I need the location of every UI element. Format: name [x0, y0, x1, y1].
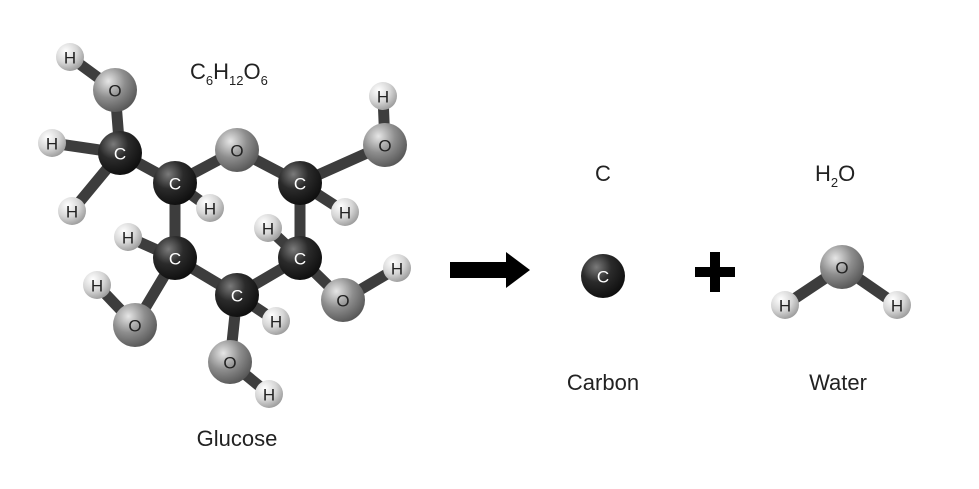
hydrogen-atom: H	[196, 194, 224, 222]
hydrogen-letter: H	[91, 277, 103, 296]
hydrogen-atom: H	[369, 82, 397, 110]
carbon-atom: C	[278, 161, 322, 205]
carbon-letter: C	[597, 268, 609, 287]
oxygen-letter: O	[108, 82, 121, 101]
hydrogen-sphere	[262, 307, 290, 335]
carbon-symbol: C	[595, 161, 611, 186]
hydrogen-atom: H	[262, 307, 290, 335]
hydrogen-letter: H	[377, 88, 389, 107]
hydrogen-sphere	[114, 223, 142, 251]
hydrogen-letter: H	[204, 200, 216, 219]
carbon-sphere	[278, 161, 322, 205]
hydrogen-letter: H	[263, 386, 275, 405]
hydrogen-sphere	[383, 254, 411, 282]
oxygen-letter: O	[835, 259, 848, 278]
hydrogen-atom: H	[83, 271, 111, 299]
oxygen-atom: O	[363, 123, 407, 167]
oxygen-sphere	[820, 245, 864, 289]
carbon-atom: C	[581, 254, 625, 298]
plus-sign	[695, 252, 735, 292]
hydrogen-atom: H	[383, 254, 411, 282]
oxygen-sphere	[215, 128, 259, 172]
glucose-label: Glucose	[197, 426, 278, 451]
hydrogen-atom: H	[331, 198, 359, 226]
oxygen-sphere	[113, 303, 157, 347]
hydrogen-atom: H	[56, 43, 84, 71]
oxygen-letter: O	[230, 142, 243, 161]
oxygen-sphere	[321, 278, 365, 322]
oxygen-atom: O	[215, 128, 259, 172]
oxygen-letter: O	[128, 317, 141, 336]
hydrogen-atom: H	[771, 291, 799, 319]
hydrogen-letter: H	[46, 135, 58, 154]
hydrogen-letter: H	[66, 203, 78, 222]
hydrogen-sphere	[254, 214, 282, 242]
hydrogen-letter: H	[391, 260, 403, 279]
carbon-sphere	[278, 236, 322, 280]
oxygen-sphere	[93, 68, 137, 112]
hydrogen-atom: H	[38, 129, 66, 157]
reaction-arrow	[450, 252, 530, 288]
carbon-letter: C	[114, 145, 126, 164]
hydrogen-letter: H	[64, 49, 76, 68]
hydrogen-letter: H	[262, 220, 274, 239]
water-formula: H2O	[815, 161, 855, 190]
glucose-formula: C6H12O6	[190, 59, 268, 88]
hydrogen-atom: H	[254, 214, 282, 242]
oxygen-sphere	[208, 340, 252, 384]
hydrogen-atom: H	[114, 223, 142, 251]
hydrogen-letter: H	[339, 204, 351, 223]
hydrogen-sphere	[38, 129, 66, 157]
hydrogen-sphere	[196, 194, 224, 222]
oxygen-letter: O	[378, 137, 391, 156]
carbon-atom: C	[153, 161, 197, 205]
oxygen-atom: O	[93, 68, 137, 112]
atoms-layer: C C O C C C C O H H H H O H H H O H H O H H O H C O H H	[38, 43, 911, 408]
carbon-atom: C	[153, 236, 197, 280]
carbon-letter: C	[169, 175, 181, 194]
hydrogen-atom: H	[58, 197, 86, 225]
oxygen-atom: O	[208, 340, 252, 384]
hydrogen-sphere	[369, 82, 397, 110]
carbon-letter: C	[231, 287, 243, 306]
hydrogen-atom: H	[255, 380, 283, 408]
hydrogen-sphere	[58, 197, 86, 225]
oxygen-atom: O	[321, 278, 365, 322]
carbon-sphere	[153, 236, 197, 280]
oxygen-atom: O	[113, 303, 157, 347]
hydrogen-sphere	[771, 291, 799, 319]
carbon-letter: C	[169, 250, 181, 269]
carbon-atom: C	[98, 131, 142, 175]
carbon-sphere	[581, 254, 625, 298]
hydrogen-letter: H	[891, 297, 903, 316]
bonds-layer	[46, 51, 903, 400]
hydrogen-sphere	[883, 291, 911, 319]
oxygen-sphere	[363, 123, 407, 167]
carbon-label: Carbon	[567, 370, 639, 395]
carbon-atom: C	[278, 236, 322, 280]
carbon-sphere	[215, 273, 259, 317]
hydrogen-sphere	[83, 271, 111, 299]
carbon-atom: C	[215, 273, 259, 317]
hydrogen-sphere	[255, 380, 283, 408]
hydrogen-sphere	[331, 198, 359, 226]
carbon-letter: C	[294, 175, 306, 194]
oxygen-atom: O	[820, 245, 864, 289]
hydrogen-letter: H	[779, 297, 791, 316]
oxygen-letter: O	[336, 292, 349, 311]
carbon-letter: C	[294, 250, 306, 269]
hydrogen-atom: H	[883, 291, 911, 319]
hydrogen-sphere	[56, 43, 84, 71]
carbon-sphere	[98, 131, 142, 175]
hydrogen-letter: H	[122, 229, 134, 248]
water-label: Water	[809, 370, 867, 395]
hydrogen-letter: H	[270, 313, 282, 332]
oxygen-letter: O	[223, 354, 236, 373]
carbon-sphere	[153, 161, 197, 205]
